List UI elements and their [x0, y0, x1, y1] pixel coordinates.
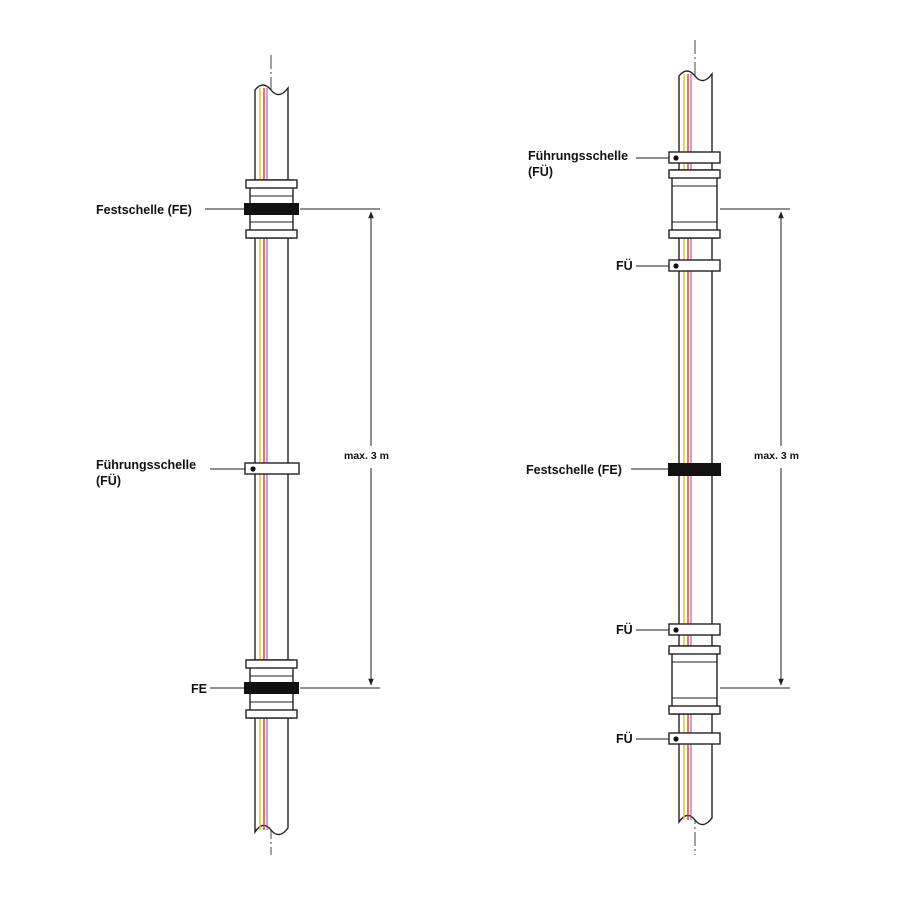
right-bottom-coupling	[668, 645, 721, 715]
left-guide-clamp	[244, 462, 300, 475]
right-guide-clamp-1-label-line2: (FÜ)	[528, 164, 553, 179]
left-fixed-clamp-bottom	[244, 682, 299, 694]
right-guide-clamp-3	[668, 623, 721, 636]
right-guide-clamp-1-label-line1: Führungsschelle	[528, 149, 628, 163]
right-dimension-label: max. 3 m	[754, 450, 799, 462]
left-dimension	[300, 208, 380, 689]
left-guide-clamp-label-line2: (FÜ)	[96, 473, 121, 488]
right-guide-clamp-3-label: FÜ	[616, 622, 633, 637]
left-pipe	[254, 84, 289, 836]
right-top-coupling	[668, 169, 721, 239]
right-dimension	[720, 208, 790, 689]
right-guide-clamp-2	[668, 259, 721, 272]
right-pipe-assembly	[668, 40, 790, 855]
right-fixed-clamp	[668, 463, 721, 476]
right-guide-clamp-2-label: FÜ	[616, 258, 633, 273]
right-fixed-clamp-label: Festschelle (FE)	[526, 463, 622, 477]
left-guide-clamp-label-line1: Führungsschelle	[96, 458, 196, 472]
right-guide-clamp-1	[668, 151, 721, 164]
left-fixed-clamp-top-label: Festschelle (FE)	[96, 203, 192, 217]
leader-lines	[205, 157, 669, 740]
right-guide-clamp-4-label: FÜ	[616, 731, 633, 746]
left-dimension-label: max. 3 m	[344, 450, 389, 462]
left-fixed-clamp-bottom-label: FE	[191, 682, 207, 696]
left-fixed-clamp-top	[244, 203, 299, 215]
left-pipe-assembly	[244, 55, 380, 855]
right-guide-clamp-4	[668, 732, 721, 745]
